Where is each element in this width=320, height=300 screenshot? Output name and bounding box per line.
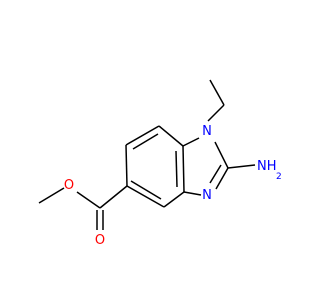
bond-c4a-c4 (163, 191, 185, 208)
bond-c2-n3 (215, 167, 229, 190)
atom-nh2-label: NH (257, 159, 277, 174)
atom-o-ether-label: O (64, 178, 74, 193)
molecule-drawing: N N NH 2 O O (38, 79, 282, 248)
bond-c7a-c4a (182, 145, 185, 193)
bond-n1-ch2 (207, 104, 225, 122)
bond-c4-c5 (126, 185, 165, 208)
bond-ch2-ch3 (209, 79, 225, 106)
bond-oether-methyl (38, 187, 65, 204)
atom-n3-label: N (202, 188, 212, 203)
atom-o-carbonyl-label: O (95, 233, 105, 248)
bond-c2-n3-inner (209, 164, 222, 184)
bond-c2-nh2 (227, 164, 256, 169)
bond-n3-c4a (183, 191, 202, 196)
bond-carbonylc-oether (76, 191, 101, 209)
bond-c4-c5-inner (130, 180, 162, 200)
bond-n1-c2 (214, 141, 229, 169)
bond-c7a-n1 (182, 137, 200, 147)
bond-c7-c7a (158, 125, 184, 147)
bond-c6-c7-inner (132, 133, 159, 150)
bond-c6-c7 (125, 125, 160, 146)
bond-c5-c6 (125, 144, 128, 187)
structure-canvas: N N NH 2 O O (38, 79, 282, 248)
atom-nh2-subscript: 2 (276, 172, 282, 182)
atom-n1-label: N (202, 124, 212, 139)
bond-c5-carbonylc (99, 185, 128, 209)
bond-c7a-c4a-inner (175, 150, 178, 188)
